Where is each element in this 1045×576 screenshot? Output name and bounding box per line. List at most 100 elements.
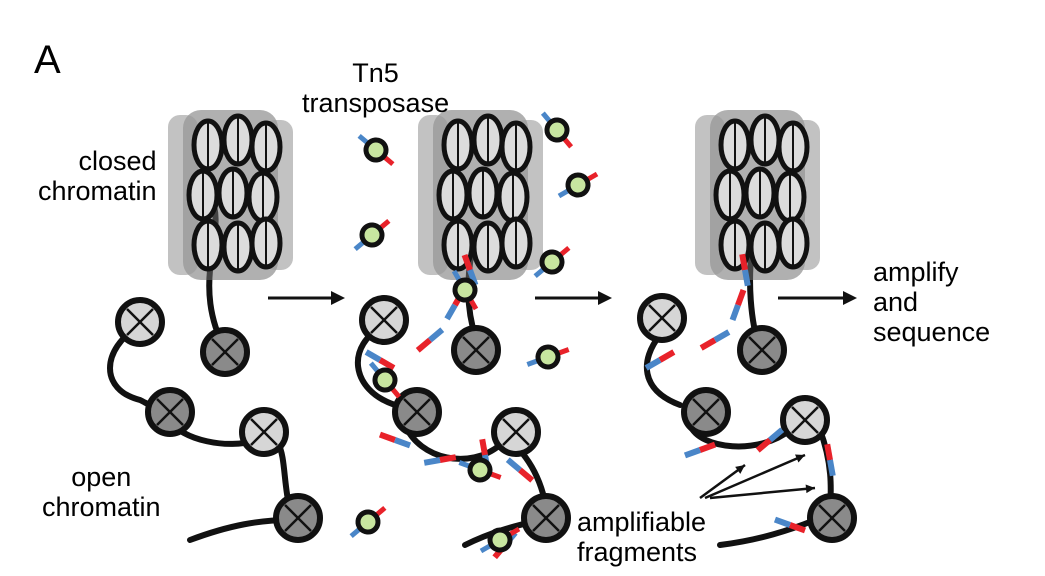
pointer-head <box>805 484 815 494</box>
nucleosome-mark <box>126 308 154 336</box>
nucleosome-mark <box>462 336 490 364</box>
arrow <box>268 291 345 305</box>
nucleosome <box>115 297 165 347</box>
nucleosome-mark <box>791 406 819 434</box>
tn5-transposome <box>458 457 502 483</box>
adapter-fragment <box>364 349 396 371</box>
nucleosome <box>780 395 830 445</box>
adapter-fragment <box>644 349 676 371</box>
tn5-transposome <box>526 344 570 370</box>
nucleosome-mark <box>818 504 846 532</box>
pointer-shaft <box>704 453 806 500</box>
tn5-core <box>452 277 478 303</box>
adapter-segment <box>788 522 807 534</box>
adapter-fragment <box>773 516 807 534</box>
adapter-fragment <box>755 427 785 453</box>
closed-chromatin-cluster <box>418 110 543 280</box>
nucleosome <box>521 493 571 543</box>
tn5-transposome <box>353 218 391 252</box>
nucleosome-mark <box>532 504 560 532</box>
adapter-segment <box>644 357 662 371</box>
nucleosome-mark <box>648 304 676 332</box>
nucleosomes <box>115 293 857 543</box>
tn5-transposomes <box>349 111 599 554</box>
tn5-transposome <box>368 361 402 399</box>
pointer-arrow <box>704 453 806 500</box>
tn5-core <box>535 344 561 370</box>
closed-chromatin-clusters <box>168 110 820 280</box>
adapter-segment <box>364 349 382 363</box>
nucleosome <box>807 493 857 543</box>
adapter-segment <box>658 349 676 363</box>
tn5-core <box>359 222 385 248</box>
adapter-segment <box>439 454 457 463</box>
adapter-fragments <box>364 253 836 560</box>
closed-chromatin-cluster <box>168 110 293 280</box>
adapter-fragment <box>729 288 747 322</box>
panel-letter: A <box>34 38 61 82</box>
adapter-segment <box>735 288 747 307</box>
adapter-segment <box>415 337 432 353</box>
adapter-fragment <box>378 431 412 449</box>
tn5-core <box>363 137 389 163</box>
arrow <box>778 291 857 305</box>
adapter-segment <box>428 327 445 343</box>
adapter-segment <box>755 437 772 453</box>
pointer-arrow <box>699 463 746 500</box>
adapter-segment <box>824 443 833 461</box>
nucleosome <box>392 387 442 437</box>
arrow-head <box>598 291 612 305</box>
nucleosome-mark <box>502 418 530 446</box>
nucleosome-mark <box>211 338 239 366</box>
tn5-transposome <box>451 269 479 311</box>
nucleosome <box>681 387 731 437</box>
nucleosome <box>491 407 541 457</box>
adapter-segment <box>729 303 741 322</box>
pointer-arrow <box>709 484 816 500</box>
nucleosome-mark <box>284 504 312 532</box>
adapter-segment <box>378 357 396 371</box>
adapter-segment <box>518 467 535 483</box>
pointer-shaft <box>709 486 816 500</box>
tn5-transposome <box>533 245 571 279</box>
dna-strand <box>717 517 818 548</box>
dna-strand <box>644 332 683 408</box>
closed-chromatin-cluster <box>695 110 820 280</box>
adapter-segment <box>444 303 458 321</box>
nucleosome <box>239 407 289 457</box>
adapter-segment <box>479 438 488 456</box>
nucleosome-mark <box>403 398 431 426</box>
nucleosome-mark <box>156 398 184 426</box>
adapter-segment <box>768 427 785 443</box>
nucleosome-mark <box>748 336 776 364</box>
adapter-fragment <box>683 441 717 459</box>
adapter-segment <box>739 253 748 271</box>
nucleosome <box>637 293 687 343</box>
adapter-fragment <box>824 443 836 477</box>
adapter-fragment <box>505 457 535 483</box>
nucleosome <box>451 325 501 375</box>
tn5-transposome <box>540 111 574 149</box>
arrows <box>268 291 857 500</box>
tn5-core <box>487 527 513 553</box>
adapter-fragment <box>423 454 457 466</box>
tn5-core <box>544 117 570 143</box>
tn5-transposome <box>349 505 387 539</box>
tn5-core <box>539 249 565 275</box>
adapter-segment <box>773 516 792 528</box>
adapter-segment <box>378 431 397 443</box>
arrow-head <box>843 291 857 305</box>
nucleosome <box>359 295 409 345</box>
tn5-core <box>467 457 493 483</box>
tn5-core <box>355 509 381 535</box>
adapter-fragment <box>415 327 445 353</box>
tn5-transposome <box>479 526 521 554</box>
adapter-segment <box>698 441 717 453</box>
pointer-head <box>735 465 745 474</box>
